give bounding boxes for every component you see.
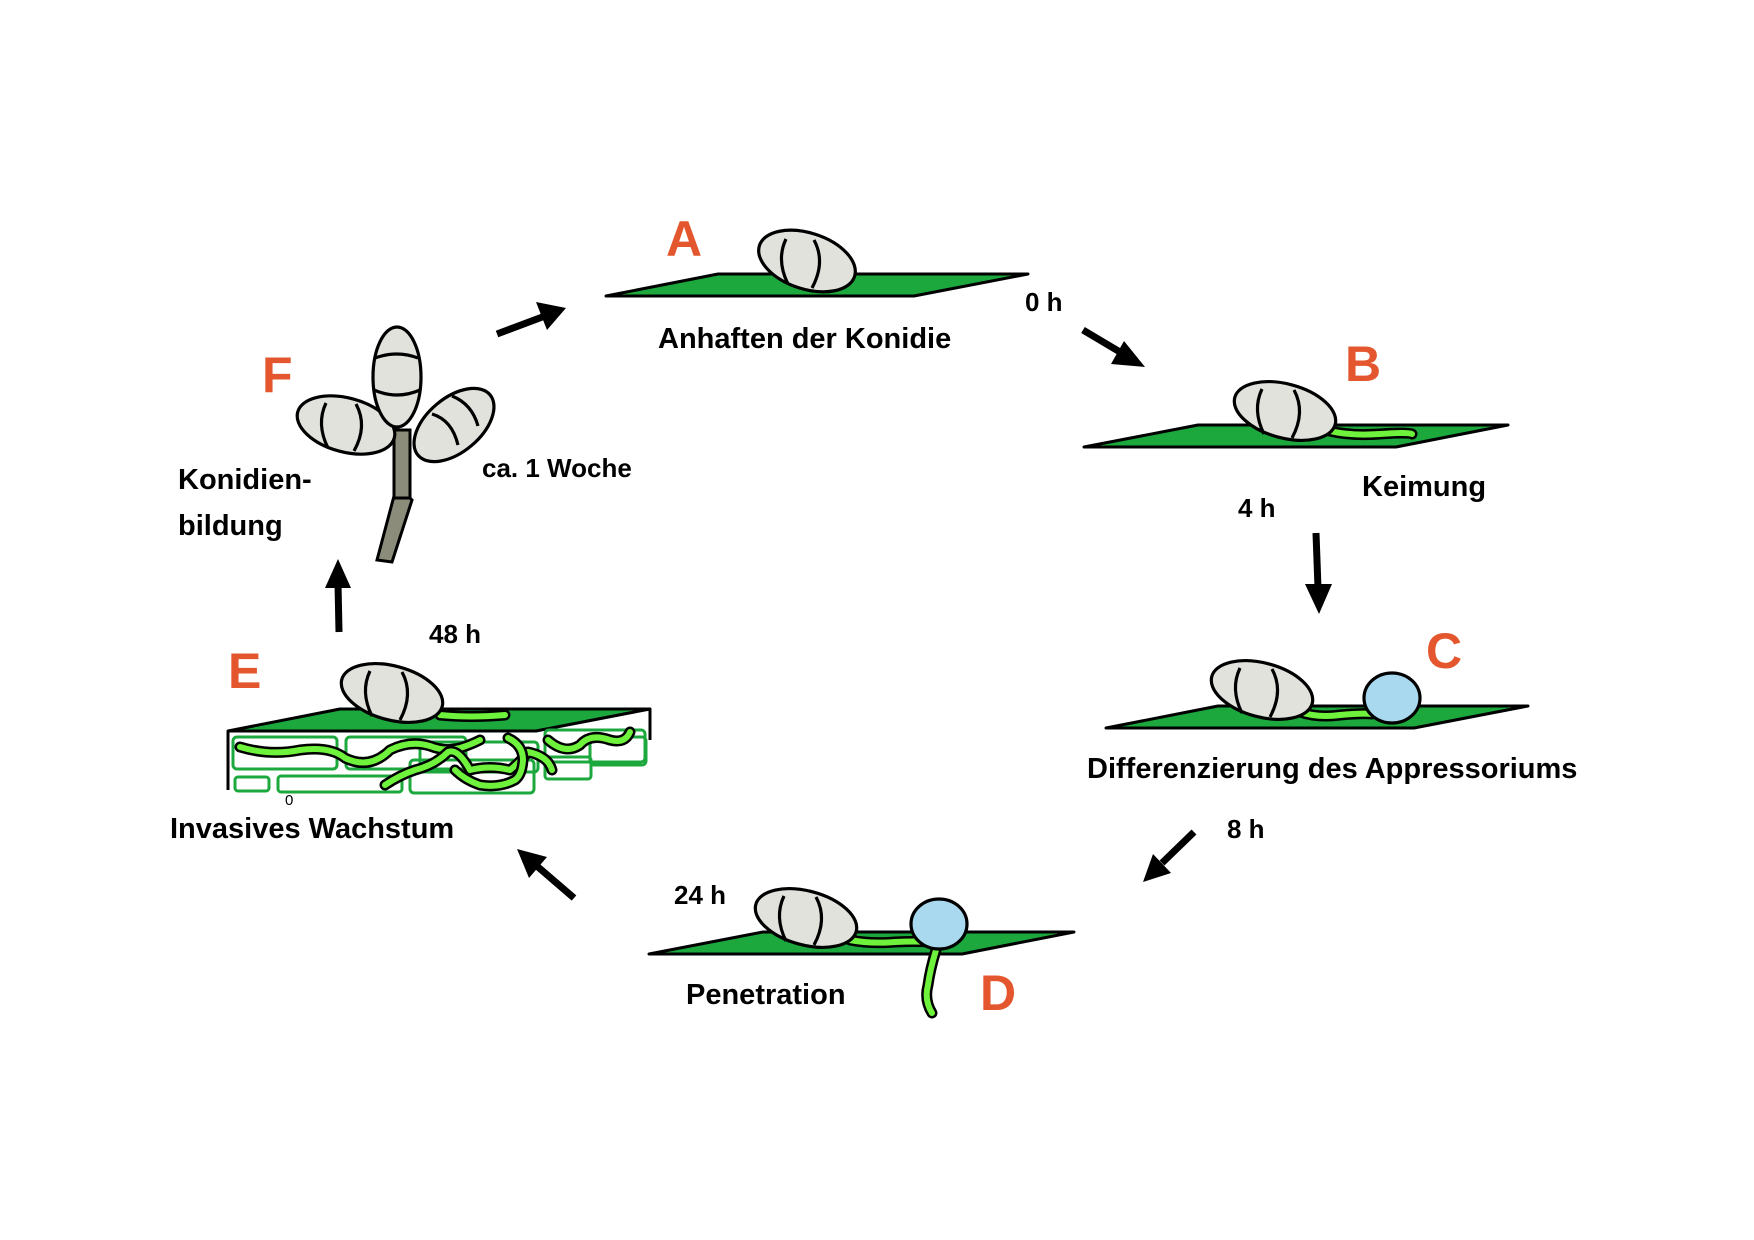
stage-d-letter: D xyxy=(980,965,1016,1021)
stage-d-appressorium xyxy=(909,897,969,951)
stage-d-time: 24 h xyxy=(674,880,726,910)
stage-e-label: Invasives Wachstum xyxy=(170,813,454,845)
stage-f-conidiophore xyxy=(375,428,414,564)
stage-b-hypha xyxy=(1324,425,1418,441)
stage-e-conidium xyxy=(339,662,445,724)
stage-e-letter: E xyxy=(228,643,261,699)
arrow-e-to-f xyxy=(325,559,351,633)
stage-e-note: 0 xyxy=(285,792,293,809)
stage-f-label-line1: Konidien- xyxy=(178,464,312,496)
stage-b-time: 4 h xyxy=(1238,493,1276,523)
stage-d: D Penetration 24 h xyxy=(647,880,1076,1021)
stage-a-time: 0 h xyxy=(1025,287,1063,317)
stage-f-letter: F xyxy=(262,347,293,403)
arrow-f-to-a xyxy=(495,302,566,338)
stage-b-label: Keimung xyxy=(1362,471,1486,503)
stage-f-label-line2: bildung xyxy=(178,510,283,542)
stage-b-letter: B xyxy=(1345,336,1381,392)
stage-c-conidium xyxy=(1209,659,1315,721)
stage-c: C Differenzierung des Appressoriums 8 h xyxy=(1087,623,1577,844)
stage-a-label: Anhaften der Konidie xyxy=(658,323,951,355)
stage-a-conidium xyxy=(757,228,857,294)
stage-b-conidium xyxy=(1232,380,1338,442)
arrow-b-to-c xyxy=(1305,532,1332,614)
stage-f: F Konidien- bildung ca. 1 Woche xyxy=(178,325,632,564)
stage-e-invasive-hyphae xyxy=(234,709,636,792)
stage-f-conidium-right xyxy=(412,386,496,464)
stage-f-time: ca. 1 Woche xyxy=(482,453,632,483)
stage-c-appressorium xyxy=(1362,671,1422,725)
stage-d-conidium xyxy=(753,887,859,949)
arrow-d-to-e xyxy=(517,849,577,901)
stage-e: E Invasives Wachstum 48 h 0 xyxy=(170,619,652,845)
stage-c-label: Differenzierung des Appressoriums xyxy=(1087,753,1577,785)
stage-a-letter: A xyxy=(666,211,702,267)
stage-f-conidium-left xyxy=(295,394,397,456)
stage-c-hypha xyxy=(1294,706,1378,722)
stage-b: B Keimung 4 h xyxy=(1082,336,1510,523)
stage-f-conidium-center xyxy=(371,325,423,429)
stage-c-time: 8 h xyxy=(1227,814,1265,844)
arrow-c-to-d xyxy=(1143,829,1197,882)
stage-a: A Anhaften der Konidie 0 h xyxy=(604,211,1063,355)
stage-e-time: 48 h xyxy=(429,619,481,649)
stage-c-letter: C xyxy=(1426,623,1462,679)
stage-d-label: Penetration xyxy=(686,979,846,1011)
arrow-a-to-b xyxy=(1081,326,1145,367)
